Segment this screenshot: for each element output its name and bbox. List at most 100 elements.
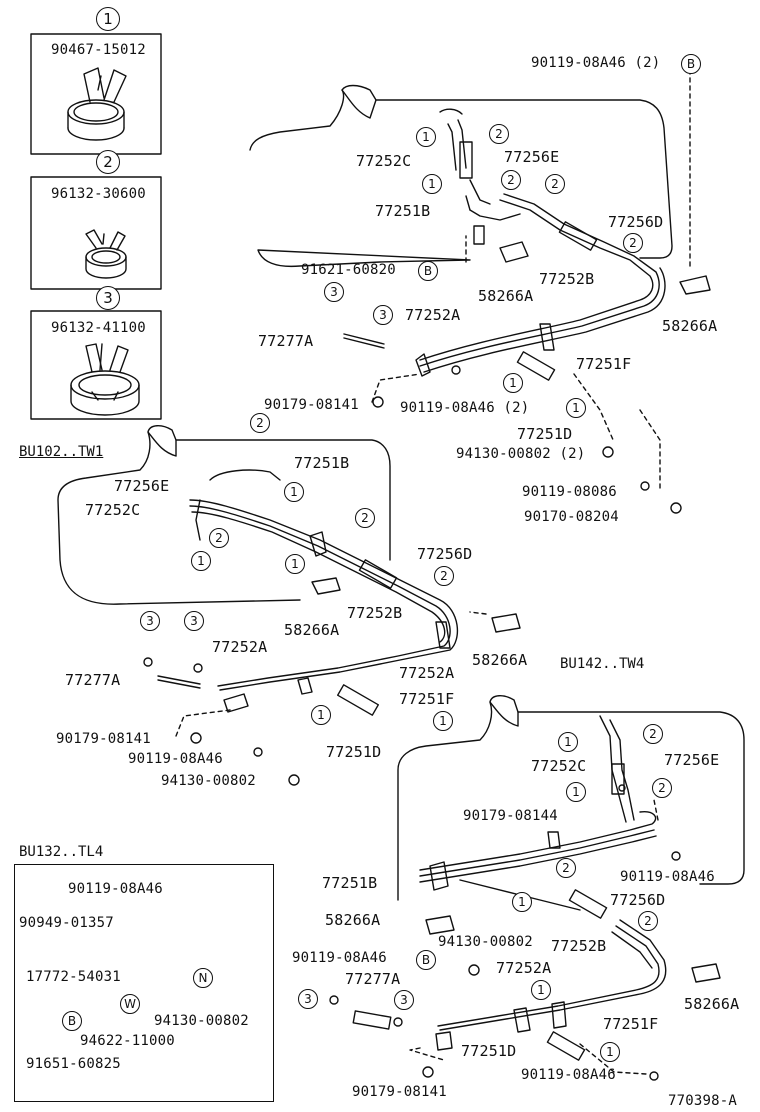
legend-box-2-frame <box>30 176 162 290</box>
top-77252a: 77252A <box>405 306 461 324</box>
top-clamp-3a: 3 <box>324 282 344 302</box>
tw1-77251f: 77251F <box>399 690 455 708</box>
tw4-brackets <box>425 831 721 1051</box>
top-dash-4 <box>573 373 615 443</box>
tw4-bolt-90179-08144: 90179-08144 <box>463 808 558 824</box>
top-58266a-1: 58266A <box>478 287 534 305</box>
tl4-marker-n: N <box>193 968 213 988</box>
tw4-clamp-1b: 1 <box>566 782 586 802</box>
tl4-nut-94130: 94130-00802 <box>154 1013 249 1029</box>
top-clamp-1b: 1 <box>422 174 442 194</box>
tw1-dash-2 <box>469 611 487 615</box>
tl4-section-title: BU132..TL4 <box>19 844 104 860</box>
top-marker-b: B <box>681 54 701 74</box>
tw1-bolts <box>143 657 300 786</box>
tw4-clamp-2a: 2 <box>643 724 663 744</box>
tw4-tank-filler <box>489 701 519 727</box>
tw4-clamp-1d: 1 <box>531 980 551 1000</box>
tw4-tank-outline <box>397 695 745 901</box>
tw4-marker-b: B <box>416 950 436 970</box>
top-clamp-1c: 1 <box>503 373 523 393</box>
tw1-clamp-2a: 2 <box>250 413 270 433</box>
tw4-nut-94130: 94130-00802 <box>438 934 533 950</box>
top-77251d: 77251D <box>517 425 573 443</box>
tw4-clamp-3a: 3 <box>298 989 318 1009</box>
top-77252c: 77252C <box>356 152 412 170</box>
tw1-clamp-1d: 1 <box>311 705 331 725</box>
tw1-clamp-1c: 1 <box>285 554 305 574</box>
tl4-bolt-90119: 90119-08A46 <box>68 881 163 897</box>
top-clamp-1a: 1 <box>416 127 436 147</box>
top-77251f: 77251F <box>576 355 632 373</box>
tw1-section-title: BU102..TW1 <box>19 444 104 460</box>
tw1-bolt-90179: 90179-08141 <box>56 731 151 747</box>
top-bolts <box>372 365 682 514</box>
top-hoses <box>459 141 598 381</box>
tw1-77252b: 77252B <box>347 604 403 622</box>
tw4-77256e: 77256E <box>664 751 720 769</box>
tw4-section-title: BU142..TW4 <box>560 656 645 672</box>
tw1-58266a-1: 58266A <box>284 621 340 639</box>
top-rod <box>343 333 385 349</box>
tw4-77251f: 77251F <box>603 1015 659 1033</box>
tw4-bolt-90179: 90179-08141 <box>352 1084 447 1100</box>
tw4-77251b: 77251B <box>322 874 378 892</box>
tw4-hoses <box>352 763 625 1061</box>
tw1-77256d: 77256D <box>417 545 473 563</box>
tw4-bolt-90119-2: 90119-08A46 <box>521 1067 616 1083</box>
tw4-clamp-2c: 2 <box>556 858 576 878</box>
tw1-77252c: 77252C <box>85 501 141 519</box>
tw1-clamp-2c: 2 <box>355 508 375 528</box>
top-brackets <box>415 225 711 377</box>
clamp-2-part-number: 96132-30600 <box>51 186 146 202</box>
clamp-marker-2: 2 <box>96 150 120 174</box>
clamp-2-drawing <box>85 229 127 279</box>
tw1-dash-1 <box>175 709 231 737</box>
tw4-bolt-90119: 90119-08A46 <box>620 869 715 885</box>
clamp-3-part-number: 96132-41100 <box>51 320 146 336</box>
figure-id: 770398-A <box>668 1093 738 1109</box>
tw4-77277a: 77277A <box>345 970 401 988</box>
tl4-bolt-91651: 91651-60825 <box>26 1056 121 1072</box>
top-clamp-2c: 2 <box>545 174 565 194</box>
top-dash-1 <box>371 373 421 403</box>
tw4-77252b: 77252B <box>551 937 607 955</box>
tw1-77252a-1: 77252A <box>212 638 268 656</box>
top-77256e: 77256E <box>504 148 560 166</box>
top-marker-b-2: B <box>418 261 438 281</box>
top-nut-94130: 94130-00802 (2) <box>456 446 586 462</box>
tw4-clamp-1a: 1 <box>558 732 578 752</box>
top-tank-filler <box>341 89 377 119</box>
tw1-brackets <box>223 531 521 713</box>
tw4-77252a: 77252A <box>496 959 552 977</box>
tw1-clamp-2b: 2 <box>209 528 229 548</box>
tw1-58266a-2: 58266A <box>472 651 528 669</box>
top-clamp-2a: 2 <box>489 124 509 144</box>
tw4-77252c: 77252C <box>531 757 587 775</box>
top-77256d: 77256D <box>608 213 664 231</box>
clamp-marker-1: 1 <box>96 7 120 31</box>
tw1-clamp-1e: 1 <box>433 711 453 731</box>
top-77252b: 77252B <box>539 270 595 288</box>
legend-box-3-frame <box>30 310 162 420</box>
top-clamp-1d: 1 <box>566 398 586 418</box>
tl4-part-94622: 94622-11000 <box>80 1033 175 1049</box>
tw1-77277a: 77277A <box>65 671 121 689</box>
top-77277a: 77277A <box>258 332 314 350</box>
tw1-clamp-2d: 2 <box>434 566 454 586</box>
top-bolt-91621: 91621-60820 <box>301 262 396 278</box>
tw1-77256e: 77256E <box>114 477 170 495</box>
tw4-clamp-1c: 1 <box>512 892 532 912</box>
tw1-tubes <box>189 469 459 691</box>
tw1-clamp-1a: 1 <box>284 482 304 502</box>
tw4-dash-3 <box>579 1043 647 1075</box>
tw4-77251d: 77251D <box>461 1042 517 1060</box>
tw1-77252a-2: 77252A <box>399 664 455 682</box>
tl4-part-90949: 90949-01357 <box>19 915 114 931</box>
top-77251b: 77251B <box>375 202 431 220</box>
tw1-clamp-3a: 3 <box>140 611 160 631</box>
tw1-77251d: 77251D <box>326 743 382 761</box>
clamp-1-drawing <box>67 67 127 141</box>
tw4-clamp-1e: 1 <box>600 1042 620 1062</box>
